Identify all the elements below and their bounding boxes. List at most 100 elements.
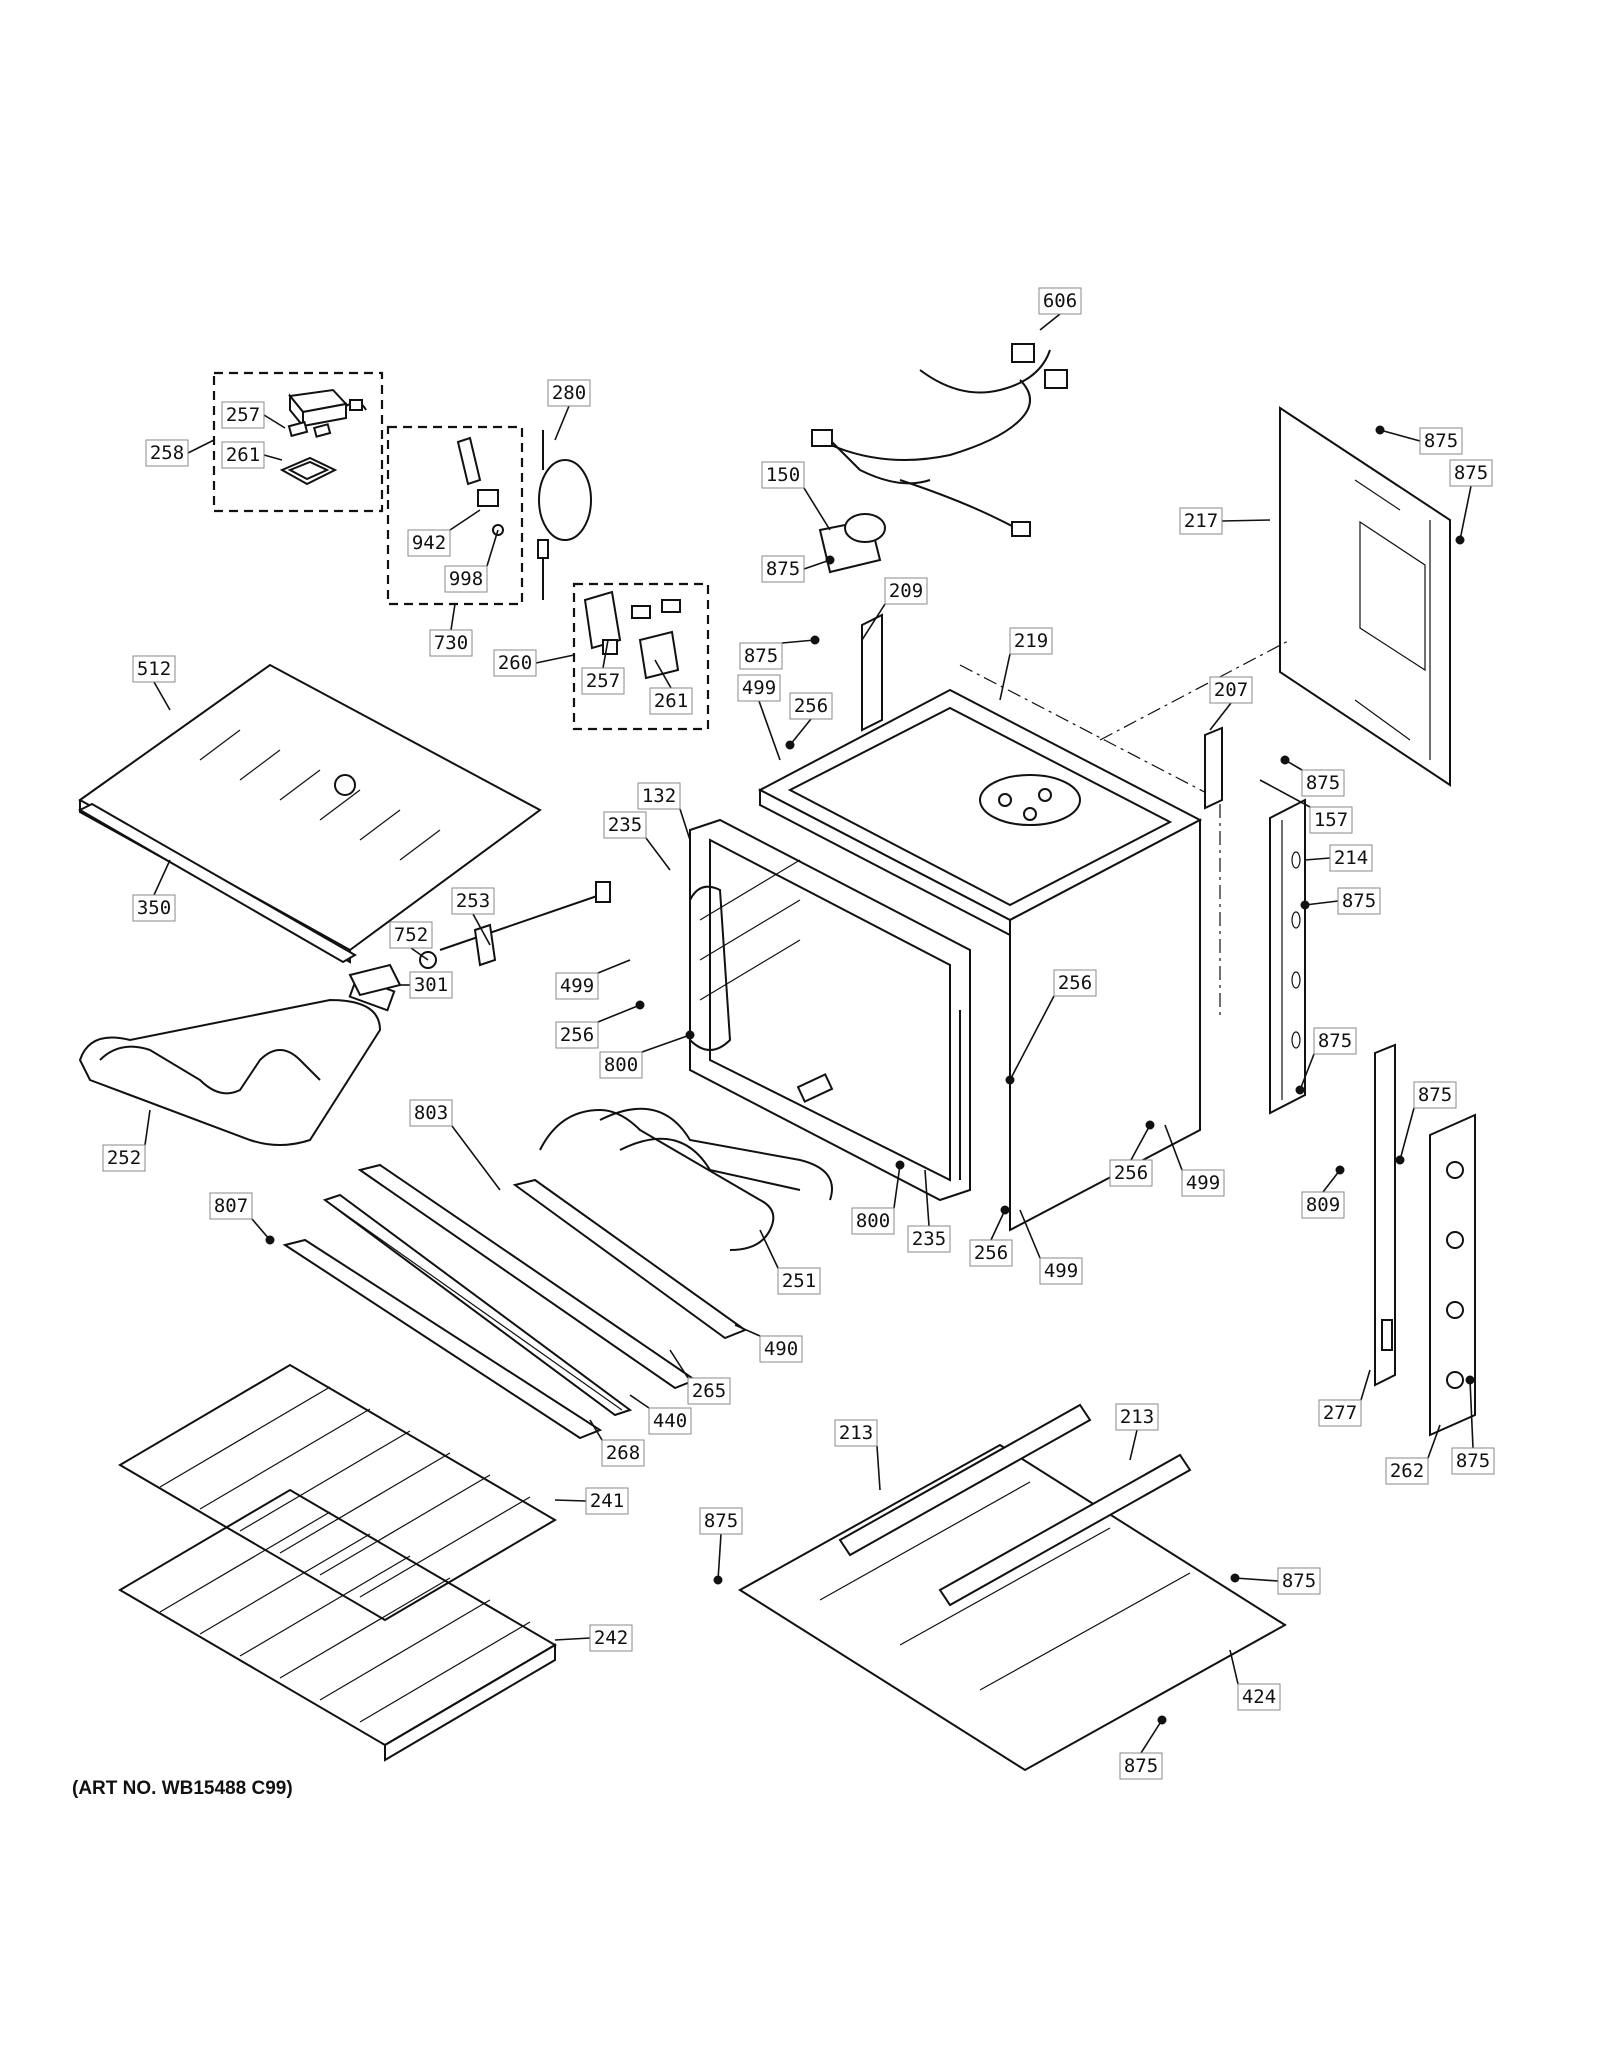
leader-line	[1164, 1124, 1183, 1171]
leader-line	[1209, 702, 1232, 731]
callout-label: 875	[1342, 890, 1376, 912]
callout-box	[429, 629, 473, 657]
callout-box	[884, 577, 928, 605]
callout-213: 213	[834, 1419, 881, 1491]
callout-label: 253	[456, 890, 490, 912]
callout-875: 875	[699, 1507, 743, 1585]
callout-730: 730	[429, 603, 473, 657]
leader-line	[654, 659, 672, 689]
callout-260: 260	[493, 649, 575, 677]
callout-label: 252	[107, 1147, 141, 1169]
leader-line	[861, 603, 886, 641]
leader-line	[1379, 429, 1421, 442]
callout-499: 499	[555, 959, 631, 1000]
callout-label: 277	[1323, 1402, 1357, 1424]
callout-label: 256	[560, 1024, 594, 1046]
callout-label: 209	[889, 580, 923, 602]
callout-257: 257	[581, 639, 625, 695]
callout-box	[409, 1099, 453, 1127]
callout-499: 499	[1164, 1124, 1225, 1197]
callout-256: 256	[555, 1000, 645, 1049]
callout-box	[132, 894, 176, 922]
leader-line	[554, 405, 570, 441]
side-trim-214	[1269, 798, 1306, 1115]
callout-box	[1119, 1752, 1163, 1780]
leader-line	[153, 681, 171, 711]
leader-line	[1427, 1424, 1441, 1459]
leader-line	[645, 837, 671, 871]
callout-label: 257	[586, 670, 620, 692]
callout-label: 241	[590, 1490, 624, 1512]
callout-label: 217	[1184, 510, 1218, 532]
callout-label: 256	[1058, 972, 1092, 994]
callout-box	[451, 887, 495, 915]
base-rail-213b	[938, 1453, 1192, 1607]
callout-157: 157	[1259, 779, 1353, 834]
callout-box	[1419, 427, 1463, 455]
callout-268: 268	[589, 1419, 645, 1467]
callout-box	[601, 1439, 645, 1467]
callout-213: 213	[1115, 1403, 1159, 1461]
screw-icon	[1300, 900, 1310, 910]
callout-label: 800	[856, 1210, 890, 1232]
leader-line	[924, 1169, 930, 1227]
callout-875: 875	[1295, 1027, 1357, 1095]
leader-line	[803, 559, 831, 570]
callout-label: 499	[742, 677, 776, 699]
callout-box	[221, 401, 265, 429]
screw-icon	[1280, 755, 1290, 765]
leader-line	[990, 1209, 1006, 1241]
callout-label: 424	[1242, 1686, 1276, 1708]
side-rail-277	[1374, 1043, 1396, 1387]
leader-line	[589, 1419, 603, 1441]
callout-label: 499	[1044, 1260, 1078, 1282]
leader-line	[450, 603, 456, 631]
callout-label: 265	[692, 1380, 726, 1402]
screw-icon	[825, 555, 835, 565]
callout-875: 875	[1230, 1567, 1321, 1595]
callout-440: 440	[629, 1394, 692, 1435]
callout-label: 213	[1120, 1406, 1154, 1428]
callout-box	[759, 1335, 803, 1363]
probe-253	[439, 881, 611, 967]
leader-line	[535, 654, 575, 664]
callout-box	[493, 649, 537, 677]
callout-box	[145, 439, 189, 467]
callout-label: 258	[150, 442, 184, 464]
callout-label: 256	[974, 1242, 1008, 1264]
callout-box	[407, 529, 451, 557]
rear-panel-part	[1279, 406, 1451, 787]
callout-261: 261	[649, 659, 693, 715]
sensor-cable-280	[537, 430, 592, 600]
callout-box	[585, 1487, 629, 1515]
leader-line	[1304, 900, 1339, 906]
callout-214: 214	[1304, 844, 1373, 872]
callout-label: 875	[744, 645, 778, 667]
callout-label: 257	[226, 404, 260, 426]
leader-line	[1399, 1107, 1415, 1161]
callout-490: 490	[734, 1324, 803, 1363]
callout-875: 875	[1449, 459, 1493, 545]
callout-label: 606	[1043, 290, 1077, 312]
callout-box	[1313, 1027, 1357, 1055]
callout-box	[1109, 1159, 1153, 1187]
leader-line	[641, 1034, 691, 1053]
leader-line	[1322, 1169, 1341, 1193]
screw-icon	[635, 1000, 645, 1010]
callout-box	[699, 1507, 743, 1535]
callout-235: 235	[603, 811, 671, 871]
callout-942: 942	[407, 509, 481, 557]
callout-box	[102, 1144, 146, 1172]
callout-box	[589, 1624, 633, 1652]
leader-line	[1469, 1379, 1474, 1449]
callout-label: 803	[414, 1102, 448, 1124]
callout-box	[581, 667, 625, 695]
callout-265: 265	[669, 1349, 731, 1405]
leader-line	[1129, 1429, 1138, 1461]
callout-label: 350	[137, 897, 171, 919]
callout-875: 875	[1451, 1375, 1495, 1475]
wire-harness-part	[811, 343, 1068, 537]
leader-line	[451, 1125, 501, 1191]
leader-line	[893, 1164, 901, 1209]
